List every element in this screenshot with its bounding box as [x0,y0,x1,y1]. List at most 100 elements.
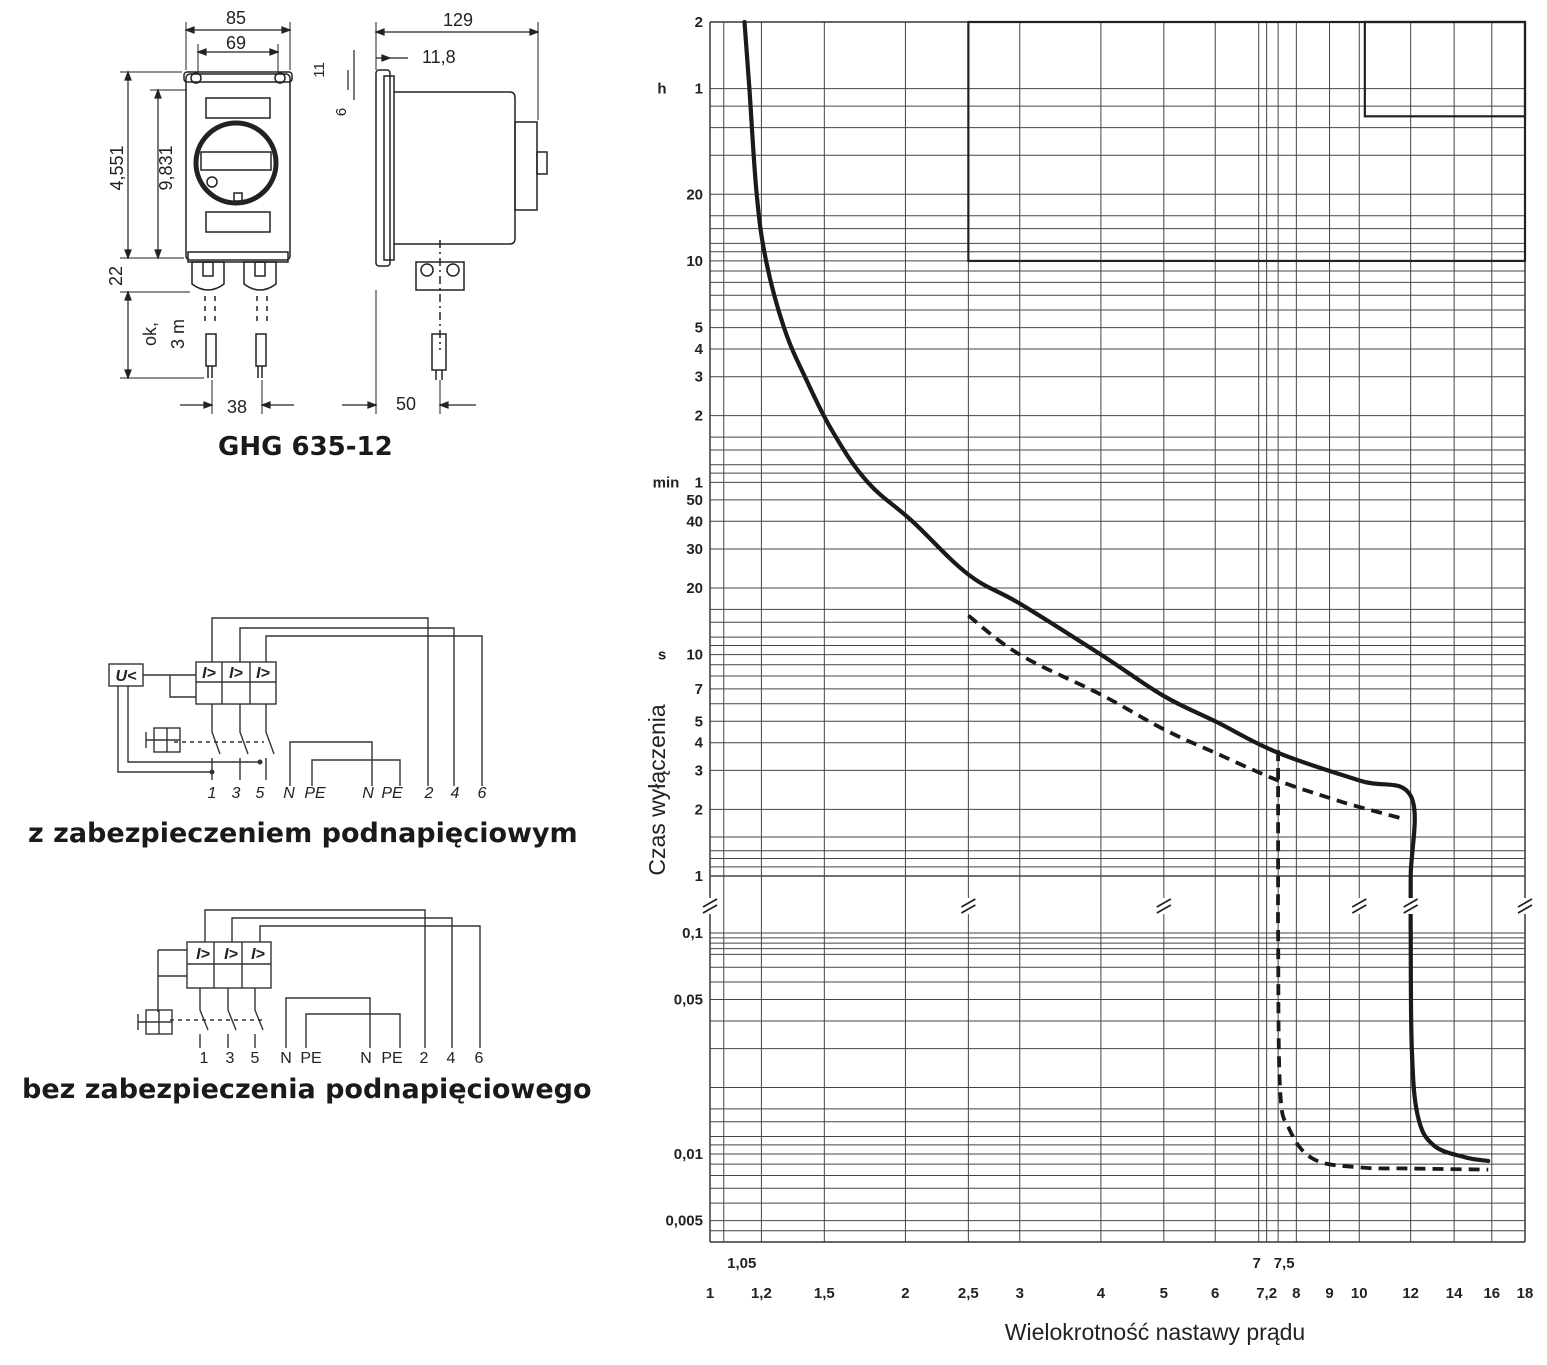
chart-ylabel: Czas wyłączenia [644,704,670,875]
x-tick-label: 16 [1483,1285,1500,1302]
y-tick-label: 2 [695,14,703,31]
y-unit-label: h [657,81,666,98]
chart-xlabel: Wielokrotność nastawy prądu [1005,1319,1305,1345]
x-tick-label: 2,5 [958,1285,979,1302]
dim-4551: 4,551 [107,145,127,190]
x-tick-label: 7,2 [1256,1285,1277,1302]
terminal-label: N [280,1050,292,1067]
terminal-label: 1 [200,1050,209,1067]
axis-break-mark [960,898,976,908]
axis-break-mark [1517,904,1533,914]
schematic-undervoltage: U< I> I> I> 1 3 5 N PE N PE 2 4 6 [108,617,487,802]
y-tick-label: 1 [695,81,703,98]
trip-curve-dashed [1276,750,1489,1172]
dim-85: 85 [226,10,246,28]
dim-69: 69 [226,33,246,53]
y-tick-label: 5 [695,320,703,337]
terminal-label: 6 [478,785,487,802]
schematic-undervoltage-caption: z zabezpieczeniem podnapięciowym [28,818,578,849]
terminal-label: 5 [251,1050,260,1067]
y-tick-label: 40 [686,513,703,530]
y-tick-label: 4 [695,735,704,752]
rotary-handle [193,120,279,206]
terminal-label: PE [381,1050,402,1067]
dim-9831: 9,831 [156,145,176,190]
y-tick-label: 0,005 [665,1213,703,1230]
x-inner-label: 7 [1253,1255,1261,1272]
tolerance-box [967,20,1527,263]
axis-break-mark [1403,898,1419,908]
y-tick-label: 1 [695,868,703,885]
axis-break-mark [1403,904,1419,914]
terminal-label: 2 [424,785,434,802]
terminal-label: 1 [208,785,217,802]
y-unit-label: s [658,647,666,664]
y-unit-label: min [653,474,680,491]
dim-50: 50 [396,394,416,414]
dim-22: 22 [106,266,126,286]
axis-break-mark [1156,904,1172,914]
y-tick-label: 1 [695,474,703,491]
y-tick-label: 10 [686,647,703,664]
axis-break-mark [1351,898,1367,908]
terminal-label: N [283,785,295,802]
y-tick-label: 0,01 [674,1146,703,1163]
drawing-title: GHG 635-12 [218,432,393,462]
axis-break-mark [960,904,976,914]
terminal-label: 2 [420,1050,429,1067]
terminal-label: 6 [475,1050,484,1067]
trip-curve-solid [742,19,1491,1164]
relay-label-1: I> [202,665,216,682]
x-inner-label: 1,05 [727,1255,756,1272]
axis-break-mark [1351,904,1367,914]
y-tick-label: 2 [695,801,703,818]
relay-label-1: I> [196,946,210,963]
axis-break-mark [1517,898,1533,908]
x-tick-label: 14 [1446,1285,1463,1302]
x-tick-label: 1,2 [751,1285,772,1302]
axis-break-mark [1156,898,1172,908]
y-tick-label: 7 [695,681,703,698]
x-inner-label: 7,5 [1274,1255,1295,1272]
side-view-flange [375,69,391,267]
x-tick-label: 1 [706,1285,714,1302]
dim-11: 11 [311,62,328,78]
schematic-plain-caption: bez zabezpieczenia podnapięciowego [22,1074,592,1105]
y-tick-label: 50 [686,492,703,509]
uv-label: U< [116,668,137,685]
y-tick-label: 10 [686,253,703,270]
axis-break-mark [702,904,718,914]
terminal-label: 4 [451,785,460,802]
relay-label-2: I> [224,946,238,963]
dim-cable-b: 3 m [168,319,188,349]
dim-38: 38 [227,397,247,417]
y-tick-label: 20 [686,580,703,597]
enclosure-drawing: 85 69 129 11,8 11 6 4,551 9,831 22 ok, 3… [106,10,548,417]
terminal-label: PE [300,1050,321,1067]
terminal-label: 3 [232,785,241,802]
front-view-body [185,73,291,261]
dim-cable-a: ok, [140,322,160,346]
relay-block [186,941,272,989]
x-tick-label: 4 [1097,1285,1106,1302]
y-tick-label: 2 [695,408,703,425]
y-tick-label: 0,05 [674,992,703,1009]
schematic-plain: I> I> I> 1 3 5 N PE N PE 2 4 6 [137,909,484,1067]
terminal-label: N [360,1050,372,1067]
y-tick-label: 5 [695,713,703,730]
y-tick-label: 30 [686,541,703,558]
x-tick-label: 10 [1351,1285,1368,1302]
axis-break-mark [702,898,718,908]
x-tick-label: 2 [901,1285,909,1302]
y-tick-label: 0,1 [682,925,703,942]
x-tick-label: 12 [1402,1285,1419,1302]
terminal-label: 4 [447,1050,456,1067]
tolerance-box [1363,20,1527,118]
trip-curve-dashed [967,614,1407,822]
dim-6: 6 [333,108,350,116]
x-tick-label: 1,5 [814,1285,835,1302]
relay-label-2: I> [229,665,243,682]
terminal-label: 3 [226,1050,235,1067]
